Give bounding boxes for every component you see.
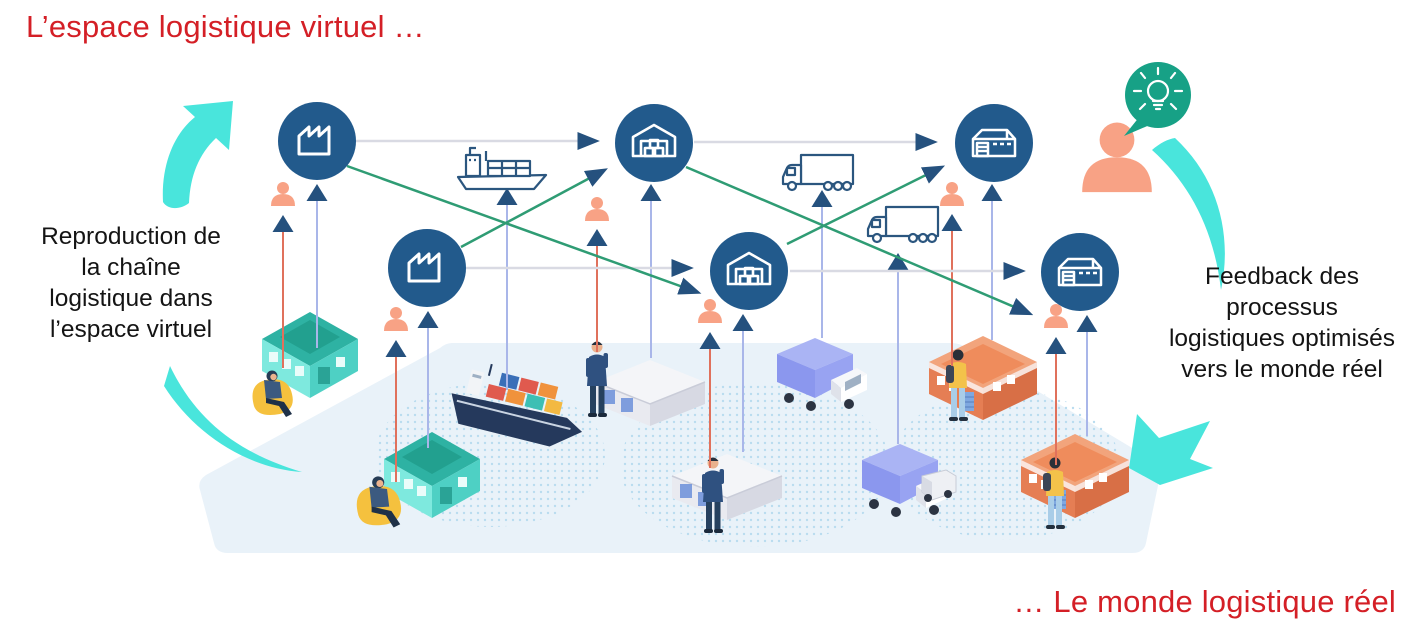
truck-icon (866, 205, 940, 244)
annotation-right: Feedback des processus logistiques optim… (1156, 261, 1408, 385)
connector-salmon-factory-1 (272, 215, 294, 368)
annotation-left-line: logistique dans (49, 285, 213, 312)
node-distribution-center-2 (1041, 233, 1119, 311)
annotation-right-line: vers le monde réel (1181, 356, 1383, 383)
node-warehouse-1 (615, 104, 693, 182)
arrow-up-icon (162, 101, 233, 209)
annotation-left: Reproduction de la chaîne logistique dan… (6, 221, 256, 345)
link-warehouse1-dc2 (685, 165, 1034, 316)
connector-blue-factory-2 (417, 311, 439, 448)
cargo-ship-icon (456, 146, 548, 191)
annotation-left-line: la chaîne (81, 254, 181, 281)
speech-bubble (1125, 62, 1191, 128)
annotation-right-line: processus (1226, 294, 1338, 321)
annotation-right-line: Feedback des (1205, 263, 1359, 290)
avatar-person-icon (384, 307, 408, 331)
connector-salmon-dc-2 (1045, 337, 1067, 465)
connector-blue-truck-1 (811, 190, 833, 338)
title-virtual-space: L’espace logistique virtuel … (26, 9, 425, 44)
connector-blue-dc-1 (981, 184, 1003, 340)
connector-blue-dc-2 (1076, 315, 1098, 436)
node-distribution-center-1 (955, 104, 1033, 182)
swoosh-left (164, 366, 302, 472)
connector-blue-truck-2 (887, 253, 909, 444)
virtual-network (278, 102, 1119, 316)
container-ship (451, 363, 583, 447)
link-factory1-warehouse2 (346, 164, 702, 295)
van (921, 469, 957, 502)
real-to-virtual-connectors (271, 182, 1098, 482)
link-warehouse2-dc1 (786, 165, 946, 246)
connector-blue-ship (496, 188, 518, 390)
idea-person (1082, 62, 1191, 193)
annotation-left-line: Reproduction de (41, 223, 221, 250)
avatar-person-icon (271, 182, 295, 206)
arrow-down-icon (1129, 414, 1213, 485)
annotation-left-line: l’espace virtuel (49, 316, 213, 343)
flow-arrows (162, 101, 1225, 485)
link-factory2-warehouse1 (460, 168, 608, 249)
truck-icon (781, 153, 855, 192)
connector-blue-warehouse-2 (732, 314, 754, 452)
connector-blue-warehouse-1 (640, 184, 662, 358)
person-icon (1082, 122, 1152, 193)
real-world-scene (199, 312, 1161, 553)
lightbulb-icon (1132, 66, 1184, 111)
avatar-person-icon (940, 182, 964, 206)
annotation-right-line: logistiques optimisés (1168, 325, 1396, 352)
connector-salmon-dc-1 (941, 214, 963, 366)
avatar-person-icon (585, 197, 609, 221)
connector-blue-factory-1 (306, 184, 328, 348)
connector-salmon-warehouse-2 (699, 332, 721, 468)
title-real-world: … Le monde logistique réel (1013, 584, 1396, 619)
connector-salmon-warehouse-1 (586, 229, 608, 352)
connector-salmon-factory-2 (385, 340, 407, 482)
node-factory-2 (388, 229, 466, 307)
swoosh-right (1152, 138, 1225, 290)
avatar-person-icon (698, 299, 722, 323)
node-warehouse-2 (710, 232, 788, 310)
node-factory-1 (278, 102, 356, 180)
